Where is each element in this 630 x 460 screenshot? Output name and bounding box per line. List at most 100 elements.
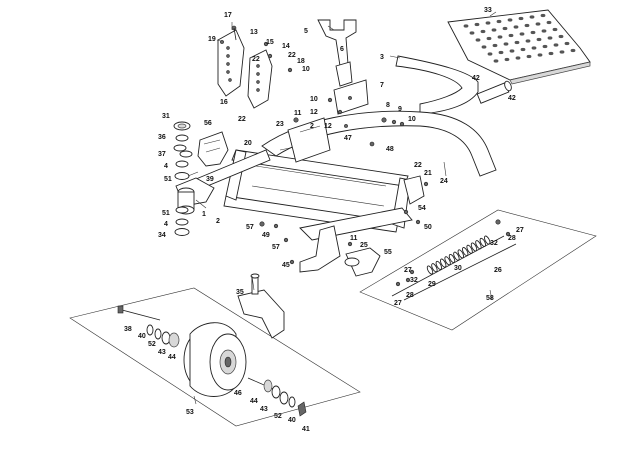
bracket-56 <box>197 131 229 167</box>
part-label: 10 <box>302 66 310 73</box>
tube-42 <box>476 80 512 104</box>
plate-hole <box>558 34 564 39</box>
part-label: 22 <box>288 52 296 59</box>
main-frame <box>183 110 497 273</box>
plate-hole <box>526 54 532 59</box>
compression-spring <box>426 235 491 275</box>
part-label: 1 <box>202 211 206 218</box>
part-label: 11 <box>294 110 302 117</box>
part-label: 10 <box>310 96 318 103</box>
part-label: 32 <box>410 277 418 284</box>
part-label: 24 <box>440 178 448 185</box>
part-label: 36 <box>158 134 166 141</box>
plate-hole <box>531 46 537 50</box>
plate-hole <box>537 53 543 57</box>
part-label: 56 <box>204 120 212 127</box>
part-label: 33 <box>484 7 492 14</box>
caster-bearing-stack-upper <box>173 121 193 180</box>
part-label: 2 <box>216 218 220 225</box>
part-label: 51 <box>162 210 170 217</box>
plate-hole <box>547 36 553 40</box>
part-label: 49 <box>262 232 270 239</box>
part-label: 44 <box>168 354 176 361</box>
plate-hole <box>559 50 565 54</box>
plate-hole <box>487 52 493 56</box>
plate-hole <box>552 27 558 32</box>
wheel-spacer-stack-left <box>146 324 180 348</box>
spring-coil <box>448 253 456 264</box>
part-label: 28 <box>406 292 414 299</box>
seat-adjust-plate-left <box>217 29 245 97</box>
plate-hole <box>553 43 559 47</box>
part-label: 52 <box>274 413 282 420</box>
plate-hole <box>540 13 546 18</box>
part-label: 40 <box>138 333 146 340</box>
part-label: 14 <box>282 43 290 50</box>
plate-hole <box>463 24 469 28</box>
plate-hole <box>502 26 508 31</box>
mount-bracket-2 <box>287 117 331 163</box>
plate-hole <box>570 48 576 53</box>
part-label: 21 <box>424 170 432 177</box>
part-label: 15 <box>266 39 274 46</box>
plate-hole <box>515 56 521 60</box>
part-label: 17 <box>224 12 232 19</box>
part-label: 28 <box>508 235 516 242</box>
part-label: 10 <box>408 116 416 123</box>
plate-hole <box>508 33 514 38</box>
plate-hole <box>513 25 519 29</box>
part-label: 43 <box>158 349 166 356</box>
part-label: 7 <box>380 82 384 89</box>
spring-coil <box>431 263 438 273</box>
plate-hole <box>491 28 497 32</box>
plate-hole <box>530 30 536 35</box>
plate-hole <box>519 32 525 36</box>
part-label: 4 <box>164 163 168 170</box>
part-label: 22 <box>414 162 422 169</box>
part-label: 52 <box>148 341 156 348</box>
part-label: 41 <box>302 426 310 433</box>
spring-coil <box>439 258 447 268</box>
part-label: 42 <box>472 75 480 82</box>
part-label: 27 <box>404 267 412 274</box>
part-label: 48 <box>386 146 394 153</box>
part-label: 3 <box>380 54 384 61</box>
part-label: 51 <box>164 176 172 183</box>
plate-hole <box>498 50 504 55</box>
part-label: 4 <box>164 221 168 228</box>
plate-hole <box>541 29 547 33</box>
plate-hole <box>514 40 520 45</box>
plate-hole <box>503 42 509 46</box>
caster-tire <box>183 322 247 397</box>
plate-hole <box>474 22 480 27</box>
plate-hole <box>480 29 486 34</box>
part-label: 25 <box>360 242 368 249</box>
caster-fork <box>237 273 285 339</box>
plate-hole <box>497 35 503 39</box>
axle-bolt <box>117 305 161 321</box>
part-label: 32 <box>490 240 498 247</box>
plate-hole <box>546 20 552 25</box>
part-label: 20 <box>244 140 252 147</box>
part-label: 16 <box>220 99 228 106</box>
plate-hole <box>518 16 524 21</box>
part-label: 40 <box>288 417 296 424</box>
part-label: 12 <box>310 109 318 116</box>
part-label: 27 <box>516 227 524 234</box>
part-label: 37 <box>158 151 166 158</box>
part-label: 54 <box>418 205 426 212</box>
part-label: 55 <box>384 249 392 256</box>
plate-hole <box>535 22 541 26</box>
wheel-spacer-stack-right <box>247 377 307 417</box>
plate-hole <box>520 47 526 52</box>
plate-hole <box>493 59 499 63</box>
plate-hole <box>486 36 492 41</box>
part-label: 2 <box>310 123 314 130</box>
plate-hole <box>485 21 491 25</box>
part-label: 38 <box>124 326 132 333</box>
lever-bracket-7 <box>333 79 369 115</box>
part-label: 26 <box>494 267 502 274</box>
part-label: 47 <box>344 135 352 142</box>
part-label: 31 <box>162 113 170 120</box>
hardware-bolts <box>220 25 511 287</box>
